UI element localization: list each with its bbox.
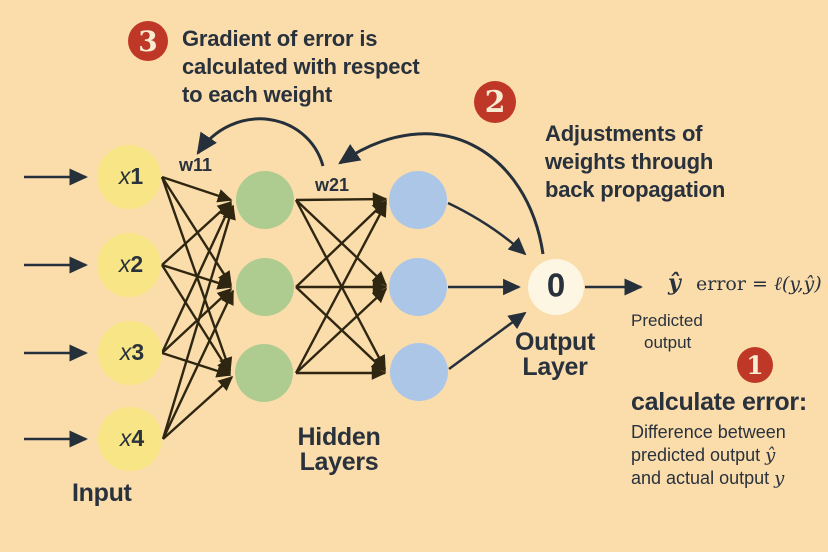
step1-line3-text: and actual output [631,468,775,488]
step-badge-2: 2 [474,81,516,123]
hidden-node [390,343,448,401]
var-index: 2 [130,250,144,277]
step1-body-line3: and actual output y [631,467,784,490]
connection-line [295,286,387,373]
input-node [98,407,162,471]
hidden-node [236,258,294,316]
step3-annotation: Gradient of error is calculated with res… [182,26,420,107]
var-name: x [118,162,131,189]
var-index: 1 [130,162,144,189]
connection-arrow [448,311,527,371]
input-node-label-x2: x2 [119,251,143,278]
weight-label-w21: w21 [315,175,350,195]
var-name: x [119,424,132,451]
connection-line [160,202,233,354]
step1-body-line2: predicted output ŷ [631,444,775,467]
input-node-label-x4: x4 [120,425,144,452]
step1-line2-text: predicted output [631,445,766,465]
error-formula: error = ℓ(y,ŷ) [696,273,822,296]
connection-line [162,375,234,440]
step-number: 3 [138,24,158,58]
connection-line [161,200,233,266]
step-number: 2 [484,84,506,120]
output-node-label: 0 [546,266,566,304]
connection-line [295,199,388,288]
output-layer-caption: Output Layer [514,328,596,381]
step-badge-1: 1 [737,347,773,383]
var-name: x [118,250,131,277]
output-node [528,259,584,315]
predicted-output-note-line1: Predicted [631,311,703,330]
input-node [98,321,162,385]
hidden-to-output-arrows [447,201,527,371]
step-badge-3: 3 [128,21,168,61]
hidden-node [236,171,294,229]
hidden-node [389,258,447,316]
error-formula-prefix: error = [696,273,774,295]
connection-line [161,351,232,378]
backprop-arrow-output-to-w21 [338,132,545,255]
connection-line [295,287,388,374]
yhat-symbol: ŷ [668,270,681,296]
error-formula-math: ℓ(y,ŷ) [773,273,822,295]
connection-line [161,204,236,440]
hidden-layers-caption: Hidden Layers [297,423,381,476]
step1-line2-math: ŷ [765,445,776,466]
var-index: 4 [131,424,145,451]
connection-line [161,175,233,203]
step1-title: calculate error: [631,388,807,416]
connection-line [295,192,388,207]
connection-line [160,176,233,287]
connection-line [161,287,233,354]
var-index: 3 [131,338,145,365]
step-number: 1 [746,350,764,380]
step1-body-line1: Difference between [631,422,786,442]
hidden-node [235,344,293,402]
weight-label-w11: w11 [179,155,213,175]
input-node [97,145,161,209]
input-node-label-x1: x1 [119,163,143,190]
hidden-to-hidden-connections [294,192,388,380]
connection-line [160,264,232,375]
input-node [97,233,161,297]
input-layer-nodes [97,145,162,471]
input-node-label-x3: x3 [120,339,144,366]
connection-arrow [447,201,527,256]
step1-line3-math: y [774,468,785,489]
connection-line [294,201,388,374]
predicted-output-note-line2: output [644,333,692,352]
connection-line [161,289,235,440]
connection-line [294,199,387,371]
input-to-hidden-connections [160,175,236,440]
connection-line [160,176,233,373]
backprop-arrow-w21-to-w11 [196,117,325,167]
hidden-layer2-nodes [389,171,448,401]
input-arrows [24,168,88,448]
hidden-layer1-nodes [235,171,294,402]
step2-annotation: Adjustments of weights through back prop… [545,121,726,202]
var-name: x [119,338,132,365]
hidden-node [389,171,447,229]
input-layer-caption: Input [72,479,132,507]
